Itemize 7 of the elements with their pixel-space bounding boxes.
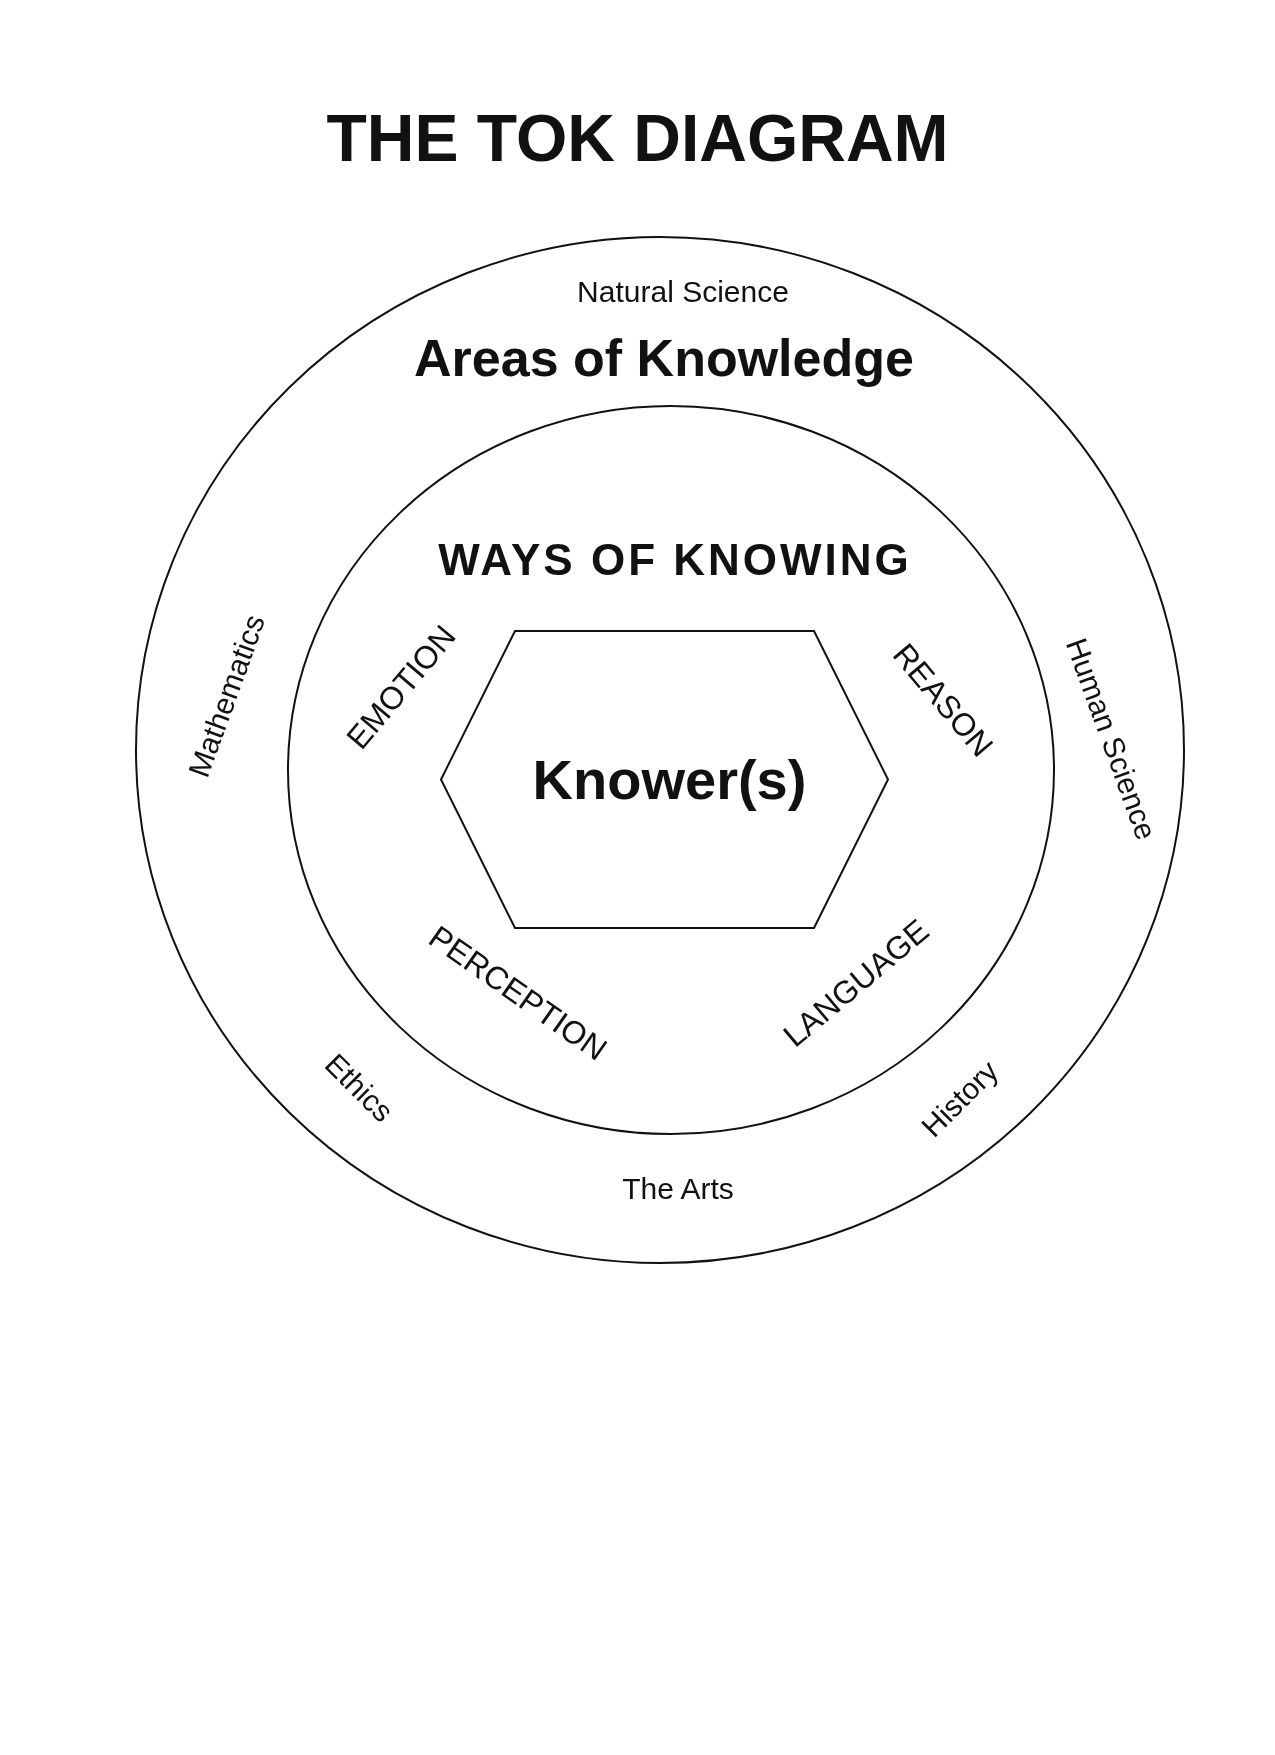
area-label: Natural Science [577,277,789,307]
outer-circle [135,236,1185,1264]
area-label: The Arts [622,1174,734,1204]
inner-circle [287,405,1055,1135]
title: THE TOK DIAGRAM [325,100,950,176]
area-label: Human Science [1060,634,1162,844]
heading: WAYS OF KNOWING [438,538,912,582]
